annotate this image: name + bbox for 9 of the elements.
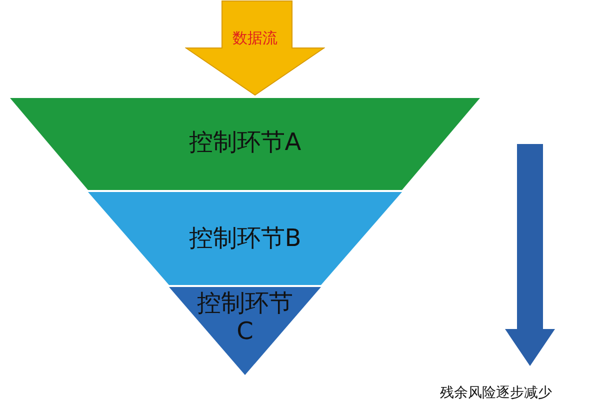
arrow-label: 数据流 — [232, 28, 278, 49]
funnel-band — [169, 287, 321, 375]
band-label: 控制环节C — [196, 289, 294, 345]
funnel-band — [10, 98, 480, 190]
flow-arrow — [185, 0, 325, 96]
funnel-band — [88, 192, 402, 285]
band-label: 控制环节A — [188, 128, 302, 156]
note-text: 残余风险逐步减少 — [440, 384, 552, 402]
band-label: 控制环节B — [188, 224, 302, 252]
